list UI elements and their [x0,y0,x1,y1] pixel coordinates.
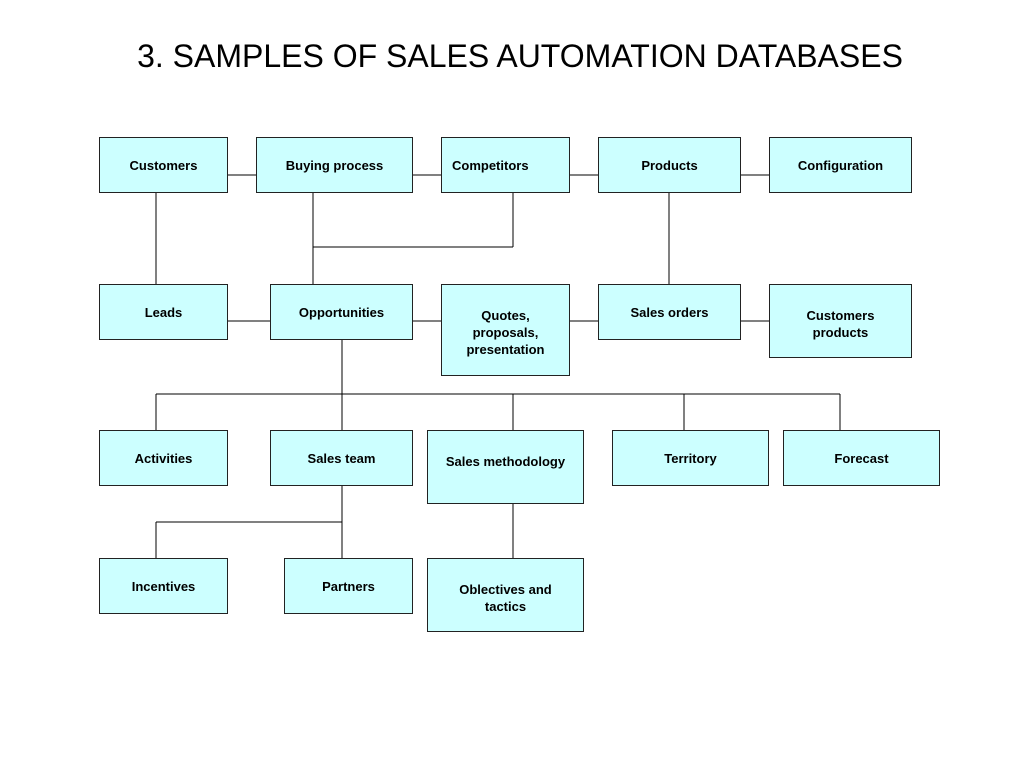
node-competitors: Competitors [441,137,570,193]
node-sales-methodology: Sales methodology [427,430,584,504]
node-opportunities: Opportunities [270,284,413,340]
node-products: Products [598,137,741,193]
node-customers: Customers [99,137,228,193]
node-quotes-proposals: Quotes, proposals, presentation [441,284,570,376]
node-customers-products: Customers products [769,284,912,358]
slide-title: 3. SAMPLES OF SALES AUTOMATION DATABASES [137,38,903,74]
node-forecast: Forecast [783,430,940,486]
node-configuration: Configuration [769,137,912,193]
node-leads: Leads [99,284,228,340]
node-objectives-tactics: Oblectives and tactics [427,558,584,632]
node-partners: Partners [284,558,413,614]
node-buying-process: Buying process [256,137,413,193]
node-sales-team: Sales team [270,430,413,486]
node-territory: Territory [612,430,769,486]
node-sales-orders: Sales orders [598,284,741,340]
node-incentives: Incentives [99,558,228,614]
node-activities: Activities [99,430,228,486]
